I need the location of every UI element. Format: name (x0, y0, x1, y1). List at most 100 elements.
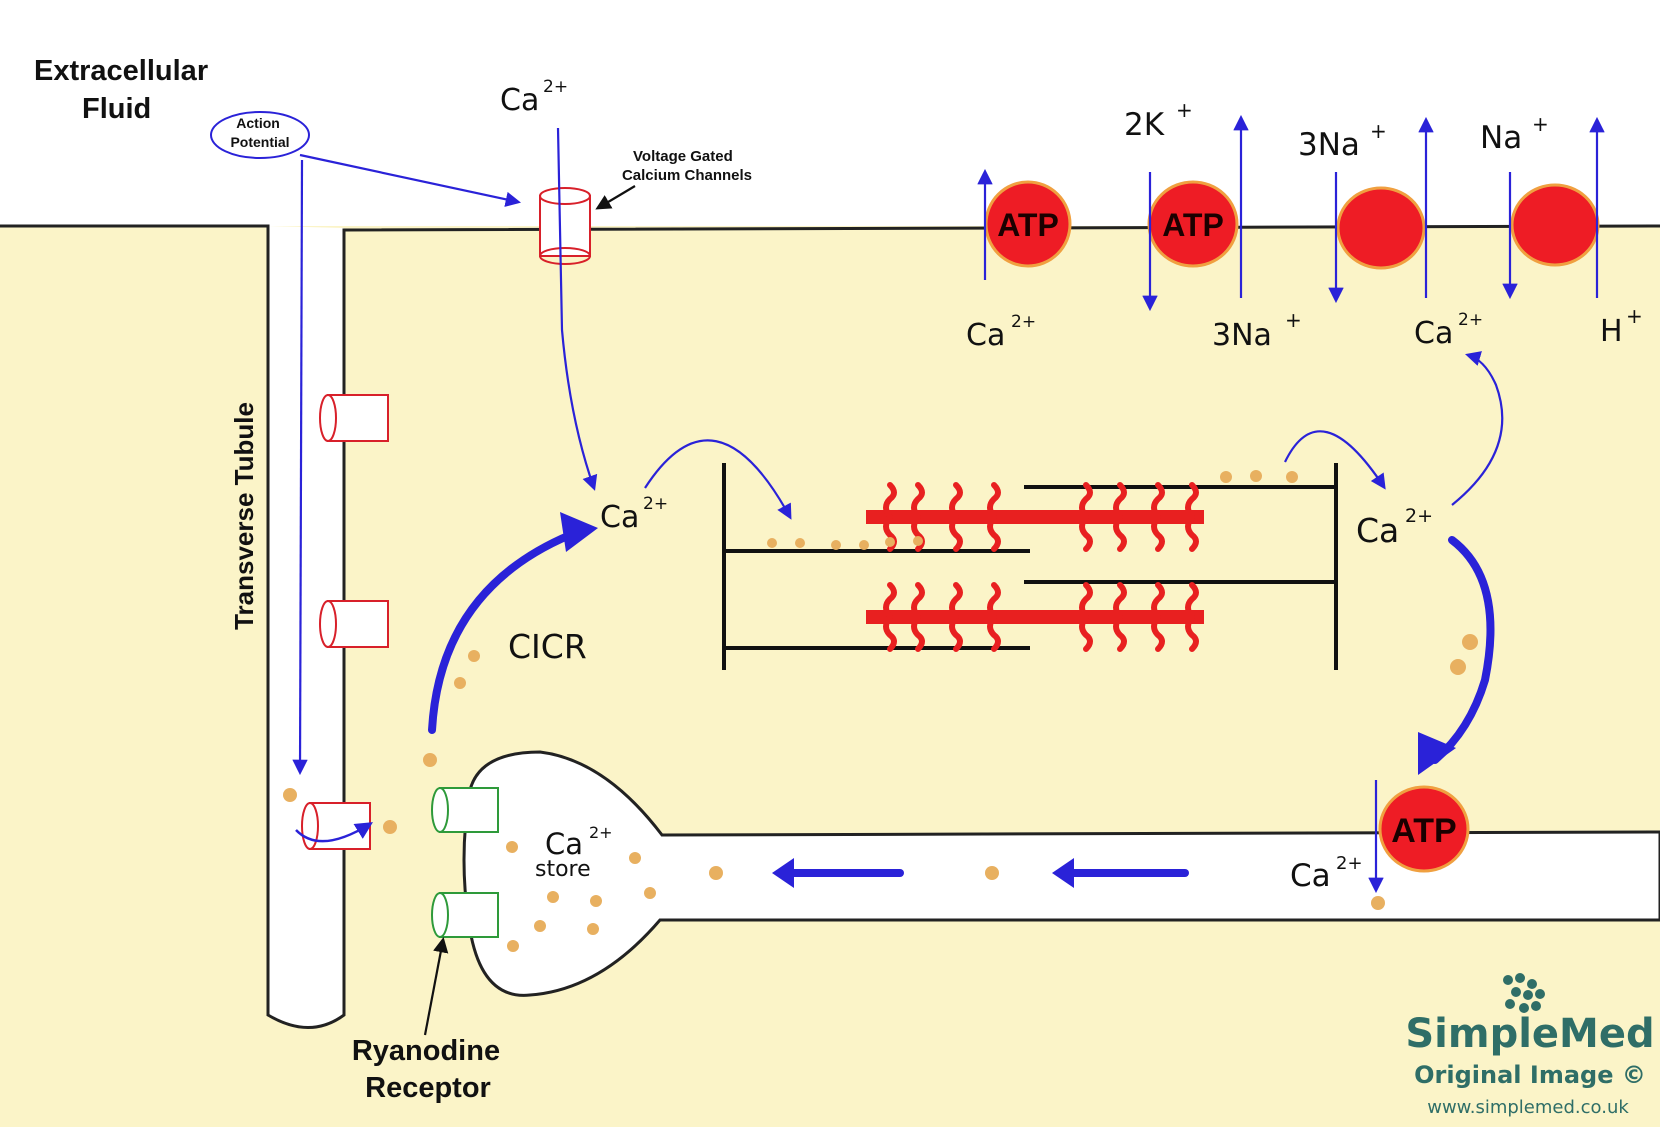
simplemed-watermark: SimpleMed Original Image © www.simplemed… (1405, 973, 1655, 1118)
myosin-head (1185, 582, 1199, 620)
action-potential-arrows (292, 114, 1605, 894)
ion-ca-right: Ca 2+ (1356, 505, 1433, 550)
svg-text:Ca: Ca (500, 83, 539, 118)
transverse-tubule-label: Transverse Tubule (229, 402, 259, 630)
svg-text:+: + (1626, 304, 1643, 328)
myosin-head (911, 582, 925, 620)
myosin-head (1151, 514, 1165, 552)
molecule-icon (1503, 973, 1545, 1013)
myosin-head (1113, 582, 1127, 620)
ttubule-channel (319, 600, 389, 648)
dhpr-channel (295, 802, 373, 850)
ion-h: H + (1600, 304, 1643, 349)
svg-text:+: + (1285, 308, 1302, 332)
myosin-head (1113, 482, 1127, 520)
cicr-label: CICR (508, 627, 587, 666)
ryanodine-receptor (431, 892, 499, 938)
svg-text:3Na: 3Na (1298, 127, 1360, 163)
thick-arrow-heads (560, 512, 1456, 888)
svg-text:Original Image ©: Original Image © (1414, 1061, 1646, 1089)
ttubule-channel (319, 394, 389, 442)
myosin-head (987, 514, 1001, 552)
svg-text:Ca: Ca (1290, 858, 1331, 894)
myosin-head (1185, 482, 1199, 520)
cytoplasm-region (0, 226, 1660, 1127)
serca-pump: ATP (1378, 785, 1470, 873)
myosin-head (1079, 482, 1093, 520)
svg-text:SimpleMed: SimpleMed (1405, 1011, 1654, 1057)
vgcc-label: Voltage Gated Calcium Channels (622, 148, 752, 184)
myosin-head (987, 582, 1001, 620)
myosin-head (1185, 514, 1199, 552)
extracellular-label: Extracellular Fluid (34, 55, 216, 125)
atp-label: ATP (1391, 812, 1456, 850)
svg-text:2+: 2+ (1336, 853, 1363, 874)
svg-text:3Na: 3Na (1212, 318, 1272, 353)
svg-text:Ca: Ca (1356, 511, 1399, 550)
svg-text:2K: 2K (1124, 107, 1165, 143)
myosin-head (911, 482, 925, 520)
svg-text:2+: 2+ (1458, 310, 1483, 330)
action-potential-label: Action Potential (230, 115, 289, 150)
svg-text:+: + (1532, 112, 1549, 136)
ryanodine-receptor (431, 787, 499, 833)
myosin-head (1151, 482, 1165, 520)
ion-3na-in: 3Na + (1212, 308, 1302, 353)
myosin-head (1151, 582, 1165, 620)
svg-text:store: store (535, 857, 591, 882)
myosin-head (1113, 614, 1127, 652)
na-k-atpase-pump: ATP (1147, 180, 1239, 268)
myosin-head (1079, 514, 1093, 552)
svg-text:Ca: Ca (545, 827, 583, 861)
sarcomere (722, 463, 1338, 670)
ion-2k: 2K + (1124, 98, 1193, 143)
action-potential-bubble (210, 111, 310, 159)
svg-text:Na: Na (1480, 120, 1522, 156)
myosin-head (949, 514, 963, 552)
ion-3na-out: 3Na + (1298, 119, 1387, 163)
svg-text:2+: 2+ (543, 77, 568, 97)
svg-text:2+: 2+ (643, 494, 668, 514)
myosin-head (883, 482, 897, 520)
myosin-head (1151, 614, 1165, 652)
na-h-exchanger (1510, 183, 1600, 267)
ion-ca-serca: Ca 2+ (1290, 853, 1363, 894)
ion-ca-cytosol: Ca 2+ (600, 494, 668, 535)
ryanodine-receptor-label: Ryanodine Receptor (352, 1035, 508, 1104)
svg-text:Ca: Ca (966, 318, 1005, 353)
myosin-head (949, 482, 963, 520)
atp-label: ATP (1162, 207, 1224, 243)
myosin-head (1079, 614, 1093, 652)
ca-atpase-pump: ATP (984, 180, 1072, 268)
ryanodine-pointer-arrow (423, 936, 449, 1036)
svg-text:2+: 2+ (589, 823, 613, 842)
svg-text:H: H (1600, 314, 1623, 349)
myosin-head (987, 614, 1001, 652)
myosin-head (987, 482, 1001, 520)
myosin-head (949, 582, 963, 620)
myosin-head (1185, 614, 1199, 652)
na-ca-exchanger (1336, 186, 1426, 270)
svg-text:Ca: Ca (600, 500, 639, 535)
ion-ca-store: Ca 2+ store (535, 823, 613, 882)
svg-text:+: + (1176, 98, 1193, 122)
svg-text:+: + (1370, 119, 1387, 143)
ion-ca-exchanger: Ca 2+ (1414, 310, 1483, 351)
calcium-ions (283, 470, 1478, 952)
svg-text:2+: 2+ (1011, 312, 1036, 332)
myosin-head (1079, 582, 1093, 620)
atp-label: ATP (997, 207, 1059, 243)
myosin-head (883, 614, 897, 652)
ion-ca-pump1: Ca 2+ (966, 312, 1036, 353)
ion-ca-extracellular: Ca 2+ (500, 77, 568, 118)
thick-flow-arrows (428, 531, 1495, 877)
ion-na: Na + (1480, 112, 1549, 156)
transverse-tubule-outline (0, 224, 1660, 1029)
svg-text:www.simplemed.co.uk: www.simplemed.co.uk (1427, 1097, 1629, 1118)
myosin-head (1113, 514, 1127, 552)
voltage-gated-calcium-channel (539, 187, 591, 265)
myosin-head (883, 582, 897, 620)
myosin-heads (883, 482, 1199, 652)
myosin-head (949, 614, 963, 652)
